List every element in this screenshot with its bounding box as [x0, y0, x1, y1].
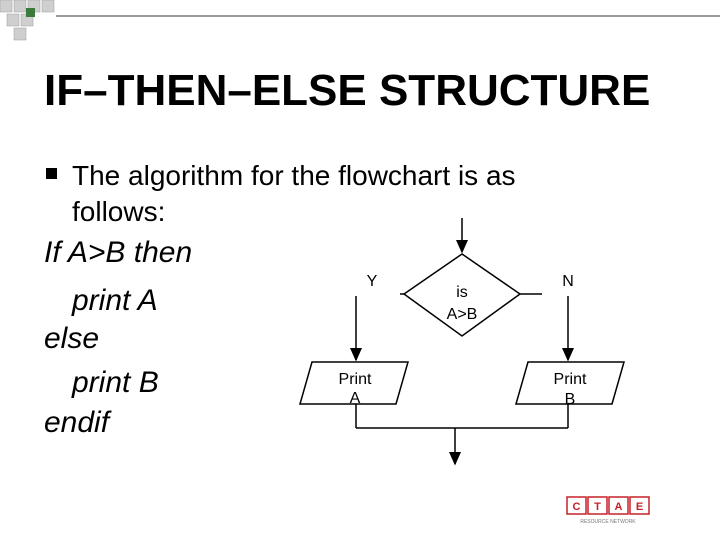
logo-letter-a: A — [615, 501, 623, 513]
print-b-text-line1: Print — [554, 371, 587, 388]
yes-label: Y — [367, 273, 378, 290]
yes-label-box — [344, 264, 400, 296]
print-b-box — [515, 361, 625, 405]
print-a-text-line2: A — [350, 390, 361, 407]
print-b-text-line2: B — [565, 391, 576, 408]
logo-letter-e: E — [636, 501, 643, 513]
decision-text-line1: is — [456, 284, 468, 301]
decision-diamond — [402, 253, 522, 337]
pseudocode-line-print-a: print A — [72, 284, 158, 317]
logo-tagline: RESOURCE NETWORK — [580, 519, 636, 525]
no-label: N — [562, 273, 574, 290]
print-a-box — [299, 361, 409, 405]
logo-letter-t: T — [594, 501, 601, 513]
ctae-logo: C T A E RESOURCE NETWORK — [566, 496, 650, 525]
pseudocode-line-if: If A>B then — [44, 236, 193, 269]
pseudocode-line-print-b: print B — [72, 366, 159, 399]
pseudocode-line-else: else — [44, 322, 100, 355]
slide-title: IF–THEN–ELSE STRUCTURE — [44, 66, 651, 115]
corner-decoration — [0, 0, 720, 41]
bullet-square-icon — [46, 168, 57, 179]
no-label-box — [542, 264, 598, 296]
bullet-text: The algorithm for the flowchart is as fo… — [72, 160, 516, 227]
logo-letter-c: C — [573, 501, 581, 513]
pseudocode-line-endif: endif — [44, 406, 110, 439]
decision-text-line2: A>B — [447, 306, 478, 323]
print-a-text-line1: Print — [339, 371, 372, 388]
